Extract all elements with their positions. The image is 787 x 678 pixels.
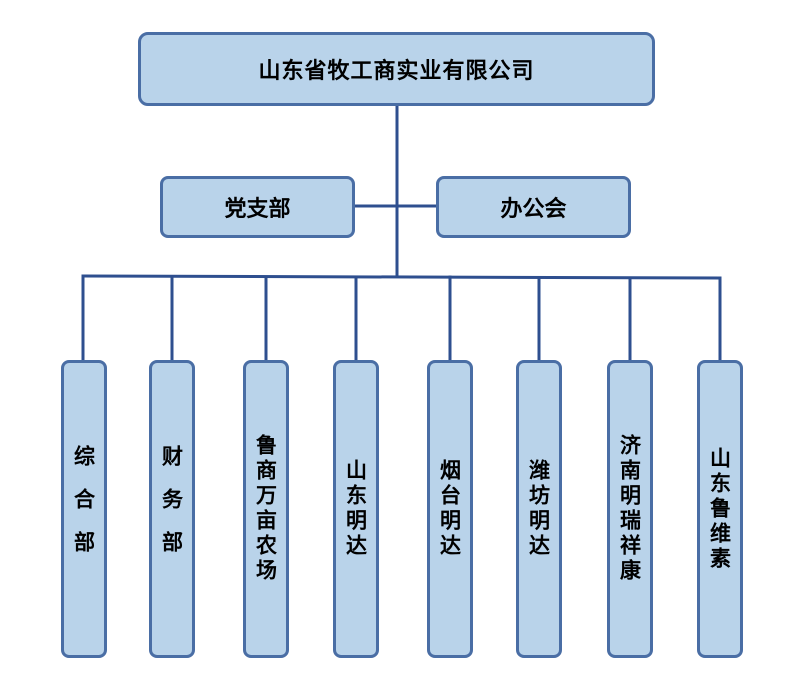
company-name: 山东省牧工商实业有限公司	[258, 58, 535, 84]
department-box-2: 财务部	[149, 360, 195, 658]
bus-line	[81, 274, 722, 280]
department-box-3: 鲁商万亩农场	[243, 360, 289, 658]
party-branch-box: 党支部	[160, 176, 355, 238]
department-label-7: 济南明瑞祥康	[617, 434, 643, 584]
department-box-4: 山东明达	[333, 360, 379, 658]
company-box: 山东省牧工商实业有限公司	[138, 32, 655, 106]
office-meeting-label: 办公会	[500, 196, 567, 222]
department-label-3: 鲁商万亩农场	[253, 434, 279, 584]
department-box-7: 济南明瑞祥康	[607, 360, 653, 658]
office-meeting-box: 办公会	[436, 176, 631, 238]
department-box-6: 潍坊明达	[516, 360, 562, 658]
department-box-8: 山东鲁维素	[697, 360, 743, 658]
department-box-1: 综合部	[61, 360, 107, 658]
department-label-6: 潍坊明达	[526, 459, 552, 559]
department-label-5: 烟台明达	[437, 459, 463, 559]
party-branch-label: 党支部	[224, 196, 291, 222]
department-label-1: 综合部	[71, 444, 97, 574]
department-label-2: 财务部	[159, 444, 185, 574]
department-box-5: 烟台明达	[427, 360, 473, 658]
department-label-8: 山东鲁维素	[707, 446, 733, 572]
department-label-4: 山东明达	[343, 459, 369, 559]
